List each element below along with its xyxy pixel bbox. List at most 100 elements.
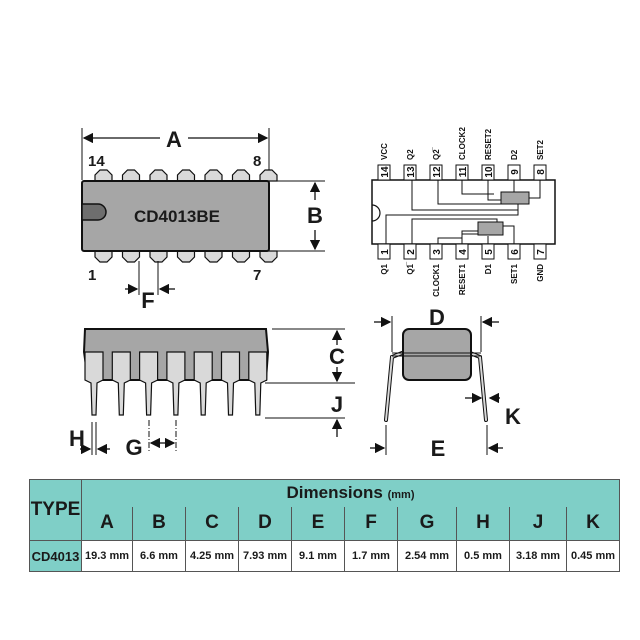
bottom-pin: [121, 250, 141, 263]
schematic-pin-label: GND: [536, 264, 545, 282]
value-cell-e: 9.1 mm: [291, 540, 345, 572]
schematic-pin-number: 11: [458, 166, 469, 177]
schematic-pin-label: RESET1: [458, 263, 467, 295]
column-header-a: A: [81, 506, 133, 541]
schematic-pin-label: CLOCK2: [458, 127, 467, 160]
schematic-pin-label: Q2̅: [432, 146, 441, 160]
pin-8-label: 8: [253, 153, 261, 170]
schematic-pin-number: 1: [380, 249, 391, 255]
row-type-cell: CD4013: [29, 540, 82, 572]
dim-e-label: E: [431, 436, 446, 461]
schematic-pin-number: 3: [432, 249, 443, 255]
schematic-pin-number: 6: [510, 249, 521, 255]
schematic-pin-box: [377, 164, 391, 181]
dim-h-label: H: [69, 426, 85, 451]
schematic-pin-label: Q1̅: [406, 261, 415, 275]
column-header-j: J: [509, 506, 567, 541]
schematic-pin-box: [403, 243, 417, 260]
pin-14-label: 14: [88, 153, 105, 170]
chip-label: CD4013BE: [134, 207, 220, 226]
end-leg-left: [385, 352, 403, 421]
end-body: [402, 328, 472, 381]
type-header: TYPE: [29, 479, 82, 541]
end-leg-right: [469, 352, 487, 421]
schematic-body: [371, 179, 556, 245]
schematic-pin-number: 8: [536, 169, 547, 175]
schematic-pin-number: 5: [484, 249, 495, 255]
column-header-g: G: [397, 506, 457, 541]
dimensions-header: Dimensions (mm): [81, 478, 620, 507]
schematic-pin-box: [403, 164, 417, 181]
dimensions-unit: (mm): [387, 489, 415, 502]
schematic-pin-label: Q2: [406, 149, 415, 160]
schematic-pin-number: 14: [380, 166, 391, 178]
bottom-pin: [259, 250, 278, 263]
top-pin: [149, 169, 168, 182]
schematic-pin-label: SET1: [510, 263, 519, 284]
top-pin: [121, 169, 141, 182]
schematic-notch: [371, 204, 381, 222]
column-header-h: H: [456, 506, 510, 541]
dim-d-label: D: [429, 305, 445, 330]
bottom-pin: [204, 250, 223, 263]
column-header-k: K: [566, 506, 620, 541]
dim-j-label: J: [331, 392, 343, 417]
side-view: C J H G: [69, 328, 355, 460]
top-pin: [176, 169, 196, 182]
top-view: A 14 8 CD4013BE 1 7 B F: [81, 127, 325, 313]
top-pin: [259, 169, 278, 182]
schematic-pin-label: SET2: [536, 139, 545, 160]
bottom-pin: [231, 250, 251, 263]
dim-g-label: G: [125, 435, 142, 460]
value-cell-d: 7.93 mm: [238, 540, 292, 572]
value-cell-b: 6.6 mm: [132, 540, 186, 572]
side-leg: [111, 351, 131, 416]
side-leg: [193, 351, 213, 416]
schematic-pin-number: 12: [432, 166, 443, 178]
flip-flop-2: [500, 191, 530, 205]
bottom-pin: [176, 250, 196, 263]
dim-k-label: K: [505, 404, 521, 429]
value-cell-h: 0.5 mm: [456, 540, 510, 572]
flip-flop-1: [477, 221, 504, 236]
dim-c-label: C: [329, 344, 345, 369]
schematic-pin-box: [429, 164, 443, 181]
value-cell-g: 2.54 mm: [397, 540, 457, 572]
column-header-e: E: [291, 506, 345, 541]
column-header-c: C: [185, 506, 239, 541]
column-header-d: D: [238, 506, 292, 541]
schematic-pin-number: 9: [510, 169, 521, 175]
column-header-f: F: [344, 506, 398, 541]
schematic-pin-box: [429, 243, 443, 260]
value-cell-f: 1.7 mm: [344, 540, 398, 572]
value-cell-a: 19.3 mm: [81, 540, 133, 572]
schematic-pin-label: Q1: [380, 263, 389, 274]
schematic-pin-label: D1: [484, 263, 493, 274]
side-leg: [220, 351, 241, 416]
side-leg: [248, 351, 268, 416]
schematic-pin-number: 13: [406, 166, 417, 178]
schematic-pin-label: CLOCK1: [432, 263, 441, 296]
dim-f-label: F: [141, 288, 154, 313]
schematic-pin-number: 2: [406, 249, 417, 255]
schematic-pin-label: RESET2: [484, 128, 493, 160]
column-header-b: B: [132, 506, 186, 541]
schematic-pin-number: 10: [484, 166, 495, 178]
schematic-pin-label: D2: [510, 149, 519, 160]
top-pin: [231, 169, 251, 182]
dimensions-title: Dimensions: [286, 483, 383, 503]
bottom-pin: [149, 250, 168, 263]
pin-1-label: 1: [88, 267, 96, 284]
top-pin: [94, 169, 113, 182]
top-pin: [204, 169, 223, 182]
schematic-pin-number: 7: [536, 249, 547, 255]
schematic-pin-box: [377, 243, 391, 260]
end-view: D K E: [370, 305, 521, 461]
